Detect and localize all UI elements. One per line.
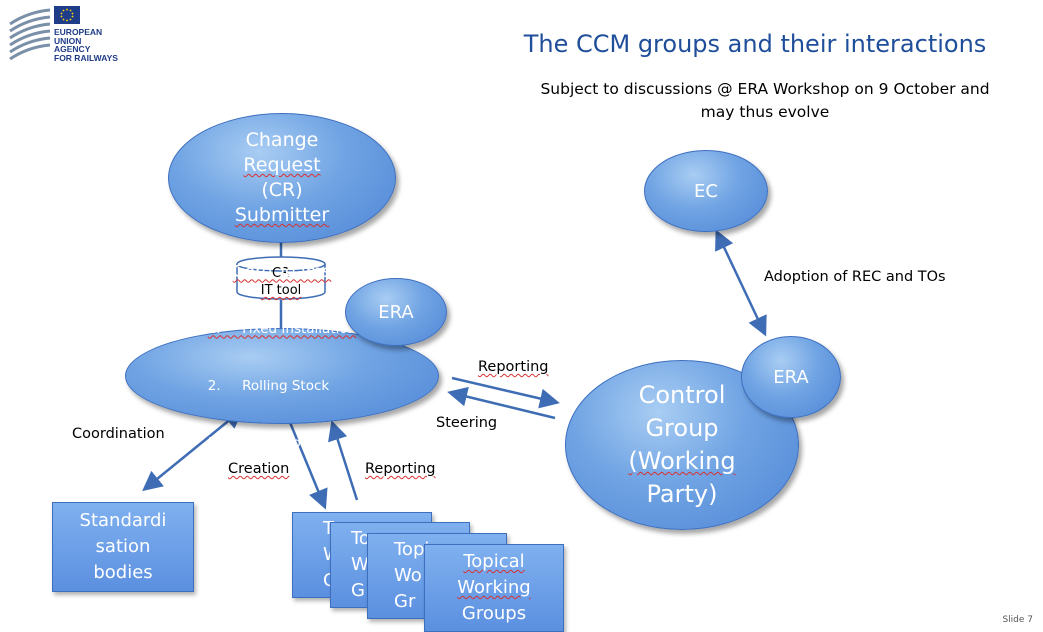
cr-submitter-node: Change Request (CR) Submitter bbox=[168, 113, 396, 243]
adoption-label: Adoption of REC and TOs bbox=[764, 269, 946, 285]
steering-label: Steering bbox=[436, 415, 498, 431]
database-icon bbox=[236, 256, 326, 300]
node-label-line: Gr bbox=[394, 591, 416, 612]
node-label-line: Control bbox=[638, 381, 726, 409]
core-teams-list: 1. Fixed Installation 2. Rolling Stock 3… bbox=[208, 282, 356, 491]
coordination-arrow bbox=[142, 408, 244, 492]
creation-label: Creation bbox=[228, 461, 290, 477]
reporting-label-right: Reporting bbox=[478, 359, 549, 375]
creation-arrow bbox=[287, 419, 328, 510]
cr-it-tool-database: CR IT tool bbox=[236, 256, 326, 300]
node-label-line: (CR) bbox=[261, 179, 303, 201]
topical-working-groups-card: Topical Working Groups bbox=[424, 544, 564, 632]
node-label-line: G bbox=[351, 580, 365, 601]
reporting-label-down: Reporting bbox=[365, 461, 436, 477]
eu-flag-icon bbox=[54, 6, 80, 24]
logo-line: EUROPEAN bbox=[54, 27, 103, 37]
node-label-line: Submitter bbox=[234, 204, 330, 226]
node-label-line: Group bbox=[645, 414, 719, 442]
core-teams-title: Core Teams bbox=[232, 261, 332, 282]
logo-line: UNION bbox=[54, 35, 82, 46]
slide-subtitle: Subject to discussions @ ERA Workshop on… bbox=[540, 80, 990, 121]
era-node-core: ERA bbox=[345, 278, 447, 346]
logo-line: AGENCY bbox=[54, 44, 91, 54]
control-group-node: Control Group (Working Party) bbox=[565, 360, 799, 530]
node-label-line: Topi bbox=[394, 539, 430, 560]
ec-node: EC bbox=[644, 150, 768, 232]
ec-era-adoption-arrow bbox=[715, 229, 767, 337]
node-label-line: To bbox=[351, 528, 370, 549]
agency-logo: EUROPEAN UNION AGENCY FOR RAILWAYS bbox=[8, 6, 138, 66]
steering-arrow bbox=[447, 386, 556, 420]
slide-title: The CCM groups and their interactions bbox=[523, 30, 987, 58]
node-label-line: Working bbox=[457, 577, 531, 598]
node-label-line: Party) bbox=[646, 480, 718, 508]
it-tool-label: CR bbox=[271, 266, 291, 281]
core-team-item: 1. Fixed Installation bbox=[207, 320, 357, 337]
node-label: EC bbox=[694, 180, 718, 202]
node-label-line: W bbox=[351, 554, 369, 575]
slide-number: Slide 7 bbox=[1002, 615, 1033, 625]
reporting-right-arrow bbox=[451, 376, 560, 409]
rail-swoosh-icon bbox=[9, 8, 51, 61]
node-label: ERA bbox=[378, 301, 414, 323]
core-team-item: 3. Operations bbox=[207, 434, 317, 451]
node-label-line: (Working bbox=[628, 447, 736, 475]
era-node-control: ERA bbox=[741, 336, 841, 418]
node-label-line: Topical bbox=[463, 551, 525, 572]
node-label-line: bodies bbox=[93, 562, 153, 583]
logo-text: EUROPEAN UNION AGENCY FOR RAILWAYS bbox=[54, 28, 118, 62]
node-label-line: Wo bbox=[394, 565, 422, 586]
reporting-down-arrow bbox=[328, 420, 359, 501]
core-team-item: 2. Rolling Stock bbox=[207, 377, 330, 394]
node-label-line: Request bbox=[243, 154, 321, 176]
it-tool-label: IT tool bbox=[260, 283, 302, 298]
logo-line: FOR RAILWAYS bbox=[54, 52, 118, 63]
node-label: ERA bbox=[773, 366, 809, 388]
node-label-line: Standardi bbox=[79, 510, 167, 531]
node-label-line: Groups bbox=[461, 603, 527, 624]
standardisation-bodies-node: Standardi sation bodies bbox=[52, 502, 194, 592]
coordination-label: Coordination bbox=[72, 426, 165, 442]
node-label-line: sation bbox=[95, 536, 151, 557]
node-label-line: Change bbox=[245, 129, 319, 151]
